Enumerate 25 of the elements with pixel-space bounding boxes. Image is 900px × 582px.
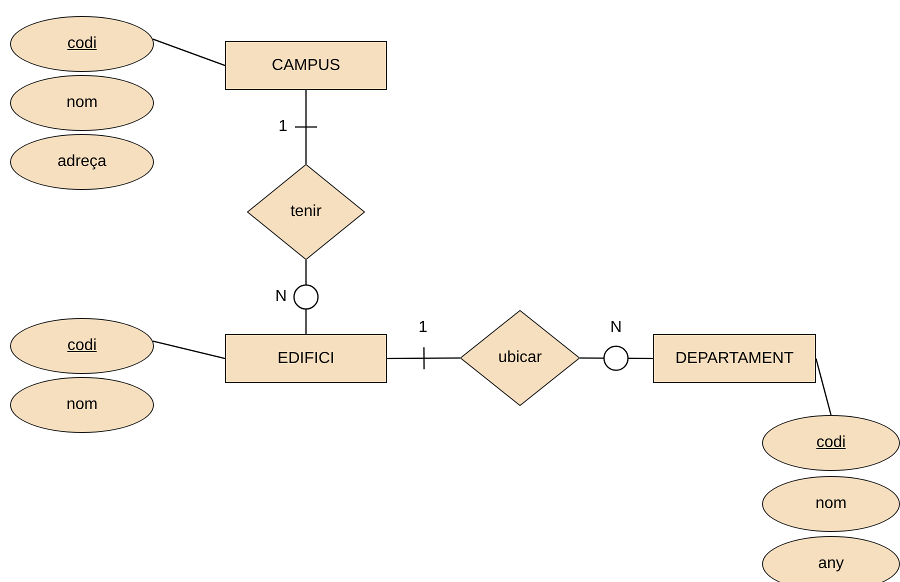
attribute-name: codi <box>67 35 97 53</box>
attribute-name: nom <box>66 396 98 414</box>
relationship-name: tenir <box>290 203 322 221</box>
entity-box <box>225 41 387 90</box>
entity-box <box>225 334 387 383</box>
attribute-name: codi <box>816 434 846 452</box>
attribute-line <box>152 340 226 360</box>
attribute-line <box>815 358 832 416</box>
relationship-diamond <box>460 310 580 406</box>
entity-box <box>653 334 816 383</box>
relationship-line <box>293 260 319 334</box>
attribute-name: adreça <box>58 153 106 171</box>
attribute-name: nom <box>815 495 847 513</box>
attribute-line <box>152 38 226 66</box>
relationship-line <box>580 346 653 371</box>
relationship-diamond <box>247 164 365 260</box>
attribute-name: nom <box>66 94 98 112</box>
entity-name: EDIFICI <box>278 350 334 368</box>
attribute-name: any <box>818 555 844 573</box>
entity-name: DEPARTAMENT <box>675 350 794 368</box>
relationship-line <box>294 90 318 164</box>
attribute-name: codi <box>67 337 97 355</box>
relationship-name: ubicar <box>498 349 542 367</box>
entity-name: CAMPUS <box>272 56 340 74</box>
relationship-line <box>387 346 460 370</box>
